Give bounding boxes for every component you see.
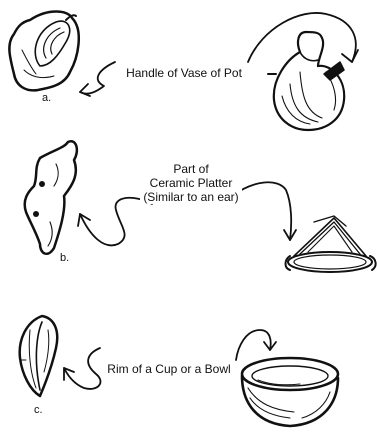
- arrow-c-to-shard: [64, 348, 100, 389]
- caption-b-line-2: Ceramic Platter: [140, 176, 242, 190]
- ceramic-platter: [286, 216, 376, 272]
- arrow-a-to-pot: [248, 13, 358, 62]
- shard-a-handle-fragment: [9, 12, 78, 91]
- caption-a-line: Handle of Vase of Pot: [116, 66, 252, 80]
- label-b: b.: [60, 252, 69, 264]
- vase-with-handle: [268, 32, 344, 130]
- arrow-a-to-shard: [80, 62, 115, 96]
- caption-b-line-1: Part of: [140, 162, 242, 176]
- shard-b-platter-ear: [25, 141, 77, 254]
- arrow-b-to-shard: [78, 198, 152, 246]
- caption-a: Handle of Vase of Pot: [116, 66, 252, 80]
- label-c: c.: [34, 404, 43, 416]
- label-a: a.: [42, 92, 51, 104]
- arrow-c-to-bowl: [236, 330, 276, 360]
- caption-b: Part of Ceramic Platter (Similar to an e…: [140, 162, 242, 204]
- caption-c-line: Rim of a Cup or a Bowl: [100, 362, 238, 376]
- bowl-or-cup: [242, 358, 338, 426]
- caption-b-line-3: (Similar to an ear): [140, 190, 242, 204]
- shard-c-rim-fragment: [20, 316, 58, 396]
- caption-c: Rim of a Cup or a Bowl: [100, 362, 238, 376]
